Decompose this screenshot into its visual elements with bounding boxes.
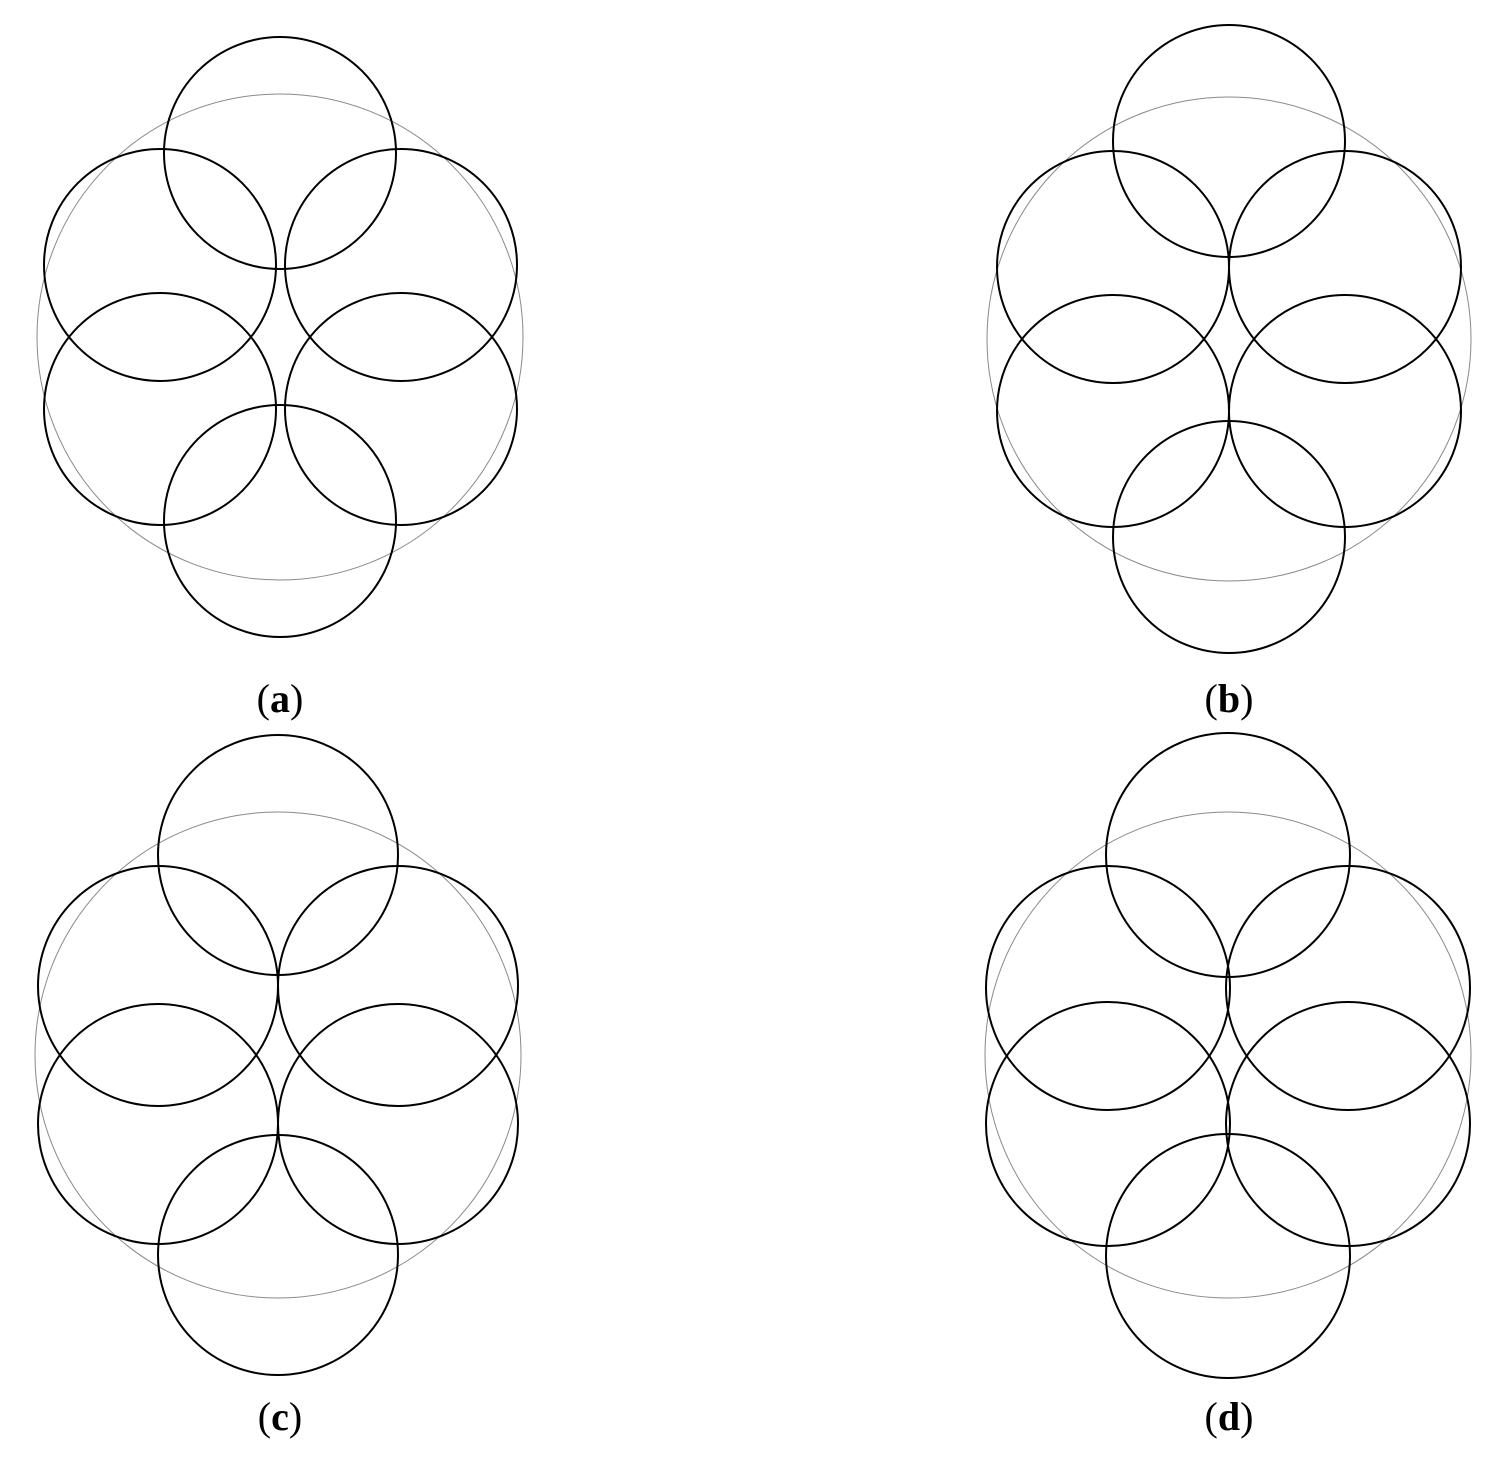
panel-label: (c) bbox=[258, 1394, 302, 1439]
label-close-paren: ) bbox=[289, 1394, 302, 1439]
panel-label: (a) bbox=[257, 676, 304, 721]
label-letter: d bbox=[1218, 1394, 1240, 1439]
circle-2 bbox=[43, 148, 277, 382]
label-letter: a bbox=[270, 676, 290, 721]
circle-3 bbox=[1228, 150, 1462, 384]
circle-6 bbox=[1112, 420, 1346, 654]
panel-d: (d) bbox=[984, 732, 1472, 1439]
panel-c: (c) bbox=[34, 734, 522, 1439]
panel-b: (b) bbox=[986, 24, 1472, 721]
guide-circle bbox=[36, 93, 524, 581]
label-close-paren: ) bbox=[290, 676, 303, 721]
circle-5 bbox=[284, 292, 518, 526]
circle-6 bbox=[157, 1134, 399, 1376]
panel-label: (b) bbox=[1205, 676, 1254, 721]
label-letter: b bbox=[1218, 676, 1240, 721]
circle-4 bbox=[43, 292, 277, 526]
circle-6 bbox=[1105, 1133, 1351, 1379]
panel-a: (a) bbox=[36, 36, 524, 721]
label-close-paren: ) bbox=[1240, 1394, 1253, 1439]
circle-1 bbox=[1105, 732, 1351, 978]
circle-group bbox=[985, 732, 1471, 1379]
label-close-paren: ) bbox=[1240, 676, 1253, 721]
guide-circle bbox=[984, 811, 1472, 1299]
circle-group bbox=[996, 24, 1462, 654]
circle-group bbox=[37, 734, 519, 1376]
circle-6 bbox=[163, 404, 397, 638]
circle-1 bbox=[163, 36, 397, 270]
guide-circle bbox=[986, 96, 1472, 582]
guide-circle bbox=[34, 811, 522, 1299]
circle-3 bbox=[284, 148, 518, 382]
circle-3 bbox=[277, 865, 519, 1107]
circle-group bbox=[43, 36, 518, 638]
label-open-paren: ( bbox=[257, 676, 270, 721]
panel-label: (d) bbox=[1205, 1394, 1254, 1439]
circle-2 bbox=[985, 865, 1231, 1111]
circle-4 bbox=[985, 1001, 1231, 1247]
circle-3 bbox=[1225, 865, 1471, 1111]
circle-5 bbox=[1225, 1001, 1471, 1247]
label-open-paren: ( bbox=[258, 1394, 271, 1439]
label-open-paren: ( bbox=[1205, 676, 1218, 721]
label-letter: c bbox=[271, 1394, 289, 1439]
label-open-paren: ( bbox=[1205, 1394, 1218, 1439]
